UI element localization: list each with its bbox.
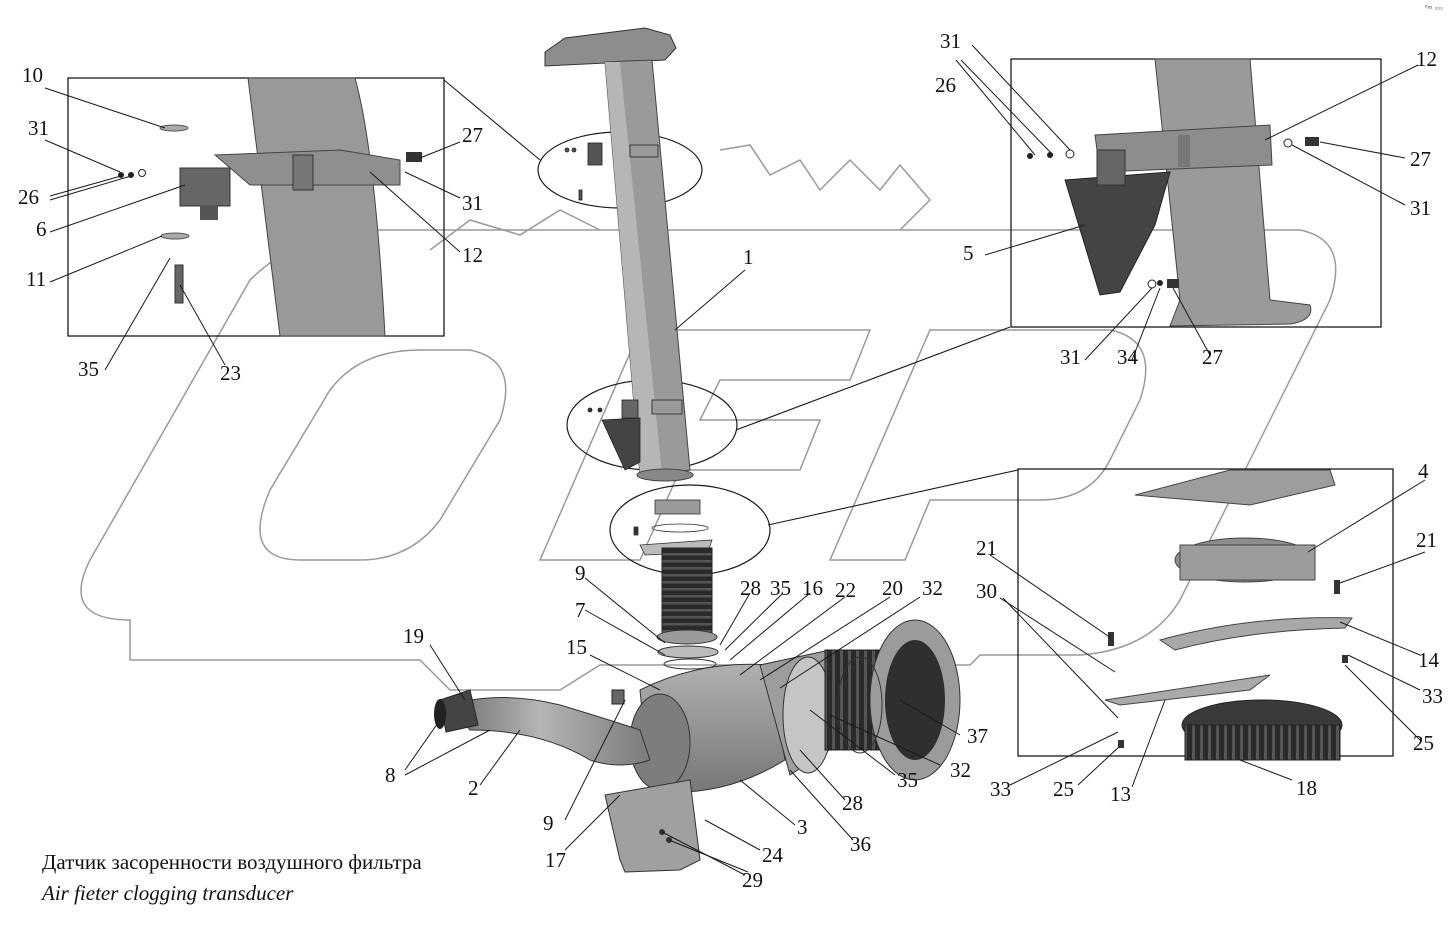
callout-30: 30 (976, 579, 997, 603)
callout-31: 31 (940, 29, 961, 53)
callout-28: 28 (740, 576, 761, 600)
callout-9: 9 (575, 561, 586, 585)
callout-24: 24 (762, 843, 784, 867)
callout-7: 7 (575, 598, 586, 622)
callout-18: 18 (1296, 776, 1317, 800)
caption-russian: Датчик засоренности воздушного фильтра (42, 850, 422, 874)
corner-mark: °ᵐ ▫▫▫ (1424, 4, 1443, 13)
callout-35: 35 (770, 576, 791, 600)
callout-32: 32 (950, 758, 971, 782)
caption-english: Air fieter clogging transducer (42, 881, 294, 905)
callout-35: 35 (78, 357, 99, 381)
callout-27: 27 (1410, 147, 1431, 171)
callout-1: 1 (743, 245, 754, 269)
frame-leaders (443, 79, 1019, 526)
callout-21: 21 (976, 536, 997, 560)
callout-19: 19 (403, 624, 424, 648)
left-detail-parts (118, 77, 422, 337)
callout-29: 29 (742, 868, 763, 892)
mounting-bracket (604, 779, 701, 873)
callout-20: 20 (882, 576, 903, 600)
callout-16: 16 (802, 576, 823, 600)
callout-28: 28 (842, 791, 863, 815)
bottom-right-detail-parts (1104, 469, 1353, 761)
callout-9: 9 (543, 811, 554, 835)
callout-22: 22 (835, 578, 856, 602)
callout-26: 26 (18, 185, 39, 209)
callout-17: 17 (545, 848, 566, 872)
callout-36: 36 (850, 832, 871, 856)
outlet-pipe (434, 689, 651, 766)
callout-4: 4 (1418, 459, 1429, 483)
callout-33: 33 (990, 777, 1011, 801)
callout-31: 31 (1410, 196, 1431, 220)
callout-2: 2 (468, 776, 479, 800)
callout-8: 8 (385, 763, 396, 787)
mid-adapter-parts (633, 499, 713, 556)
callout-31: 31 (1060, 345, 1081, 369)
callout-15: 15 (566, 635, 587, 659)
watermark-outline (80, 144, 1337, 691)
callout-leaders (44, 44, 1426, 876)
callout-14: 14 (1418, 648, 1440, 672)
callout-6: 6 (36, 217, 47, 241)
corrugated-hose (656, 547, 719, 670)
callout-13: 13 (1110, 782, 1131, 806)
intake-pipe (544, 27, 694, 482)
callout-25: 25 (1413, 731, 1434, 755)
callout-10: 10 (22, 63, 43, 87)
callout-12: 12 (1416, 47, 1437, 71)
callout-32: 32 (922, 576, 943, 600)
callout-27: 27 (1202, 345, 1223, 369)
callout-33: 33 (1422, 684, 1443, 708)
callout-labels: 10 31 26 6 11 35 23 27 31 12 1 31 26 12 … (18, 29, 1443, 892)
callout-25: 25 (1053, 777, 1074, 801)
callout-12: 12 (462, 243, 483, 267)
right-detail-parts (1027, 58, 1319, 327)
callout-5: 5 (963, 241, 974, 265)
callout-37: 37 (967, 724, 988, 748)
callout-34: 34 (1117, 345, 1139, 369)
callout-27: 27 (462, 123, 483, 147)
callout-21: 21 (1416, 528, 1437, 552)
callout-11: 11 (26, 267, 46, 291)
callout-31: 31 (28, 116, 49, 140)
callout-23: 23 (220, 361, 241, 385)
air-filter-housing (629, 619, 961, 793)
callout-31: 31 (462, 191, 483, 215)
lower-bracket-parts (587, 399, 683, 471)
callout-35: 35 (897, 768, 918, 792)
callout-26: 26 (935, 73, 956, 97)
callout-3: 3 (797, 815, 808, 839)
upper-clamp-parts (564, 142, 659, 201)
